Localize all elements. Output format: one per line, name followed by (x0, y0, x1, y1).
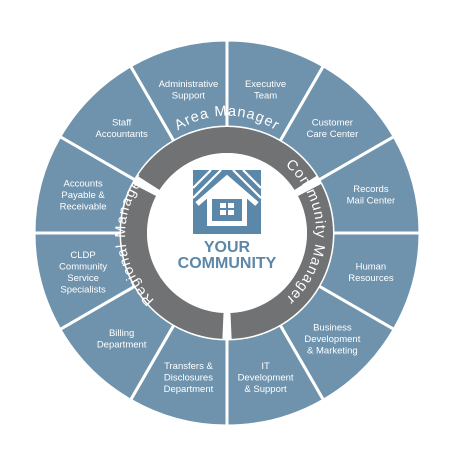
house-icon (192, 169, 262, 234)
center-title-line1: YOUR (204, 239, 251, 256)
segment-label-line: Billing (109, 328, 134, 339)
segment-label-line: Specialists (60, 284, 106, 295)
segment-label-line: Development (238, 372, 294, 383)
segment-label-line: Community (59, 261, 107, 272)
segment-label-line: Development (304, 334, 360, 345)
segment-label-line: Administrative (159, 79, 219, 90)
segment-label-line: Accounts (64, 178, 103, 189)
manager-ring (121, 127, 333, 339)
segment-label-line: IT (261, 361, 270, 372)
segment-label-line: Receivable (60, 201, 107, 212)
segment-label-line: Service (67, 273, 99, 284)
segment-label-line: Mail Center (347, 196, 396, 207)
segment-label-line: Transfers & (164, 361, 213, 372)
segment-label-line: Payable & (61, 190, 105, 201)
segment-label-line: Department (164, 384, 214, 395)
segment-label-line: Human (356, 261, 387, 272)
segment-label-line: Care Center (306, 129, 358, 140)
segment-label-line: CLDP (70, 250, 95, 261)
segment-label-line: Department (97, 340, 147, 351)
ring-arc (137, 127, 317, 191)
ring-arc (230, 184, 333, 339)
segment-label-line: Support (172, 90, 206, 101)
segment-label-line: Staff (112, 117, 132, 128)
roof-stripes (192, 169, 262, 199)
center-title-line2: COMMUNITY (178, 255, 277, 272)
segment-label-line: Resources (348, 273, 394, 284)
segment-label-line: Team (254, 90, 277, 101)
segment-label-line: Records (353, 184, 389, 195)
segment-label-line: & Support (244, 384, 287, 395)
segment-label-line: & Marketing (307, 345, 358, 356)
segment-label-line: Business (313, 322, 352, 333)
segment-label-line: Customer (312, 117, 353, 128)
ring-arc (121, 184, 224, 339)
segment-label-line: Disclosures (164, 372, 213, 383)
segment-label-line: Executive (245, 79, 286, 90)
segment-label-line: Accountants (95, 129, 148, 140)
roof-outline (195, 174, 259, 206)
